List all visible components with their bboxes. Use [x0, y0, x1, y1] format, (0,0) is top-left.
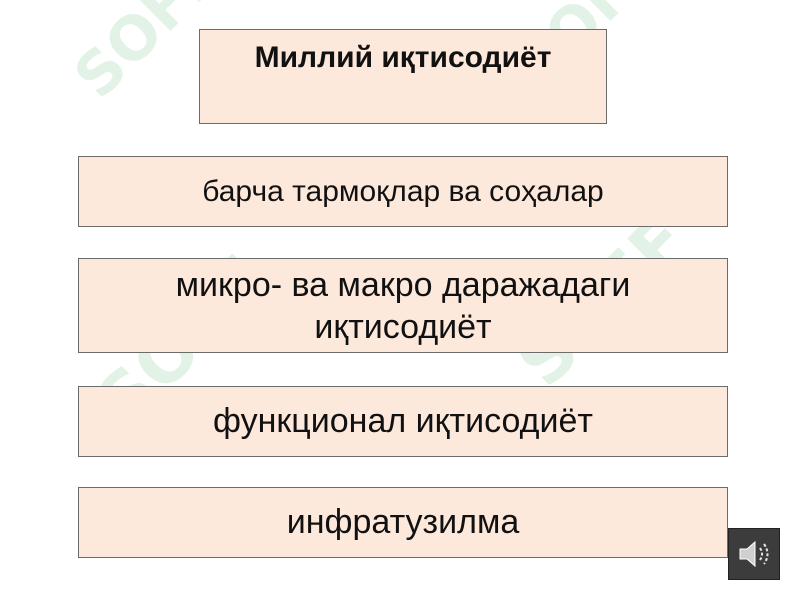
item-label: функционал иқтисодиёт — [213, 402, 593, 440]
diagram-title: Миллий иқтисодиёт — [254, 41, 552, 74]
item-label: инфратузилма — [286, 503, 520, 541]
item-label: микро- ва макро даражадаги иқтисодиёт — [175, 265, 631, 346]
speaker-icon — [739, 540, 769, 568]
item-box: функционал иқтисодиёт — [78, 386, 728, 457]
item-box: микро- ва макро даражадаги иқтисодиёт — [78, 258, 728, 353]
title-box: Миллий иқтисодиёт — [199, 29, 607, 124]
item-box: барча тармоқлар ва соҳалар — [78, 156, 728, 227]
audio-button[interactable] — [728, 528, 780, 580]
item-box: инфратузилма — [78, 487, 728, 558]
item-label: барча тармоқлар ва соҳалар — [202, 174, 604, 208]
